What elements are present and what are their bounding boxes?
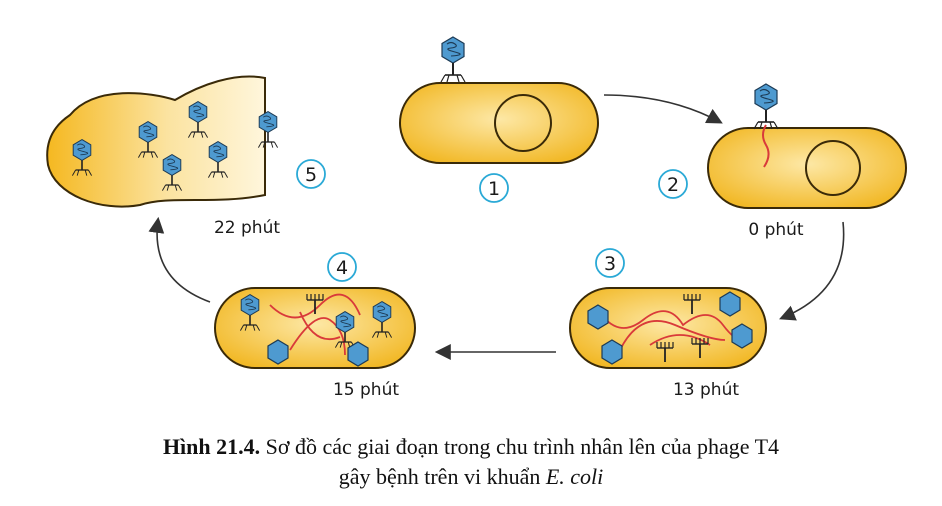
arrow-4-to-5 bbox=[148, 216, 211, 303]
step-number-4: 4 bbox=[327, 252, 357, 282]
phage-cycle-diagram: 1 2 3 4 5 0 phút 13 phút 15 phút 22 phút bbox=[46, 36, 907, 400]
svg-text:3: 3 bbox=[604, 253, 616, 275]
capsid-part-icon bbox=[587, 304, 609, 330]
species-name: E. coli bbox=[545, 464, 604, 489]
stage-4-assembly bbox=[214, 287, 416, 369]
step-number-1: 1 bbox=[479, 173, 509, 203]
time-label-15: 15 phút bbox=[333, 380, 399, 400]
capsid-part-icon bbox=[719, 291, 741, 317]
step-number-2: 2 bbox=[658, 169, 688, 199]
stage-2-injection bbox=[707, 83, 907, 209]
nucleoid bbox=[805, 140, 861, 196]
capsid-part-icon bbox=[601, 339, 623, 365]
capsid-part-icon bbox=[267, 339, 289, 365]
svg-text:2: 2 bbox=[667, 174, 679, 196]
svg-text:4: 4 bbox=[336, 257, 348, 279]
time-label-0: 0 phút bbox=[748, 220, 804, 240]
stage-1-attachment bbox=[399, 36, 599, 164]
time-label-22: 22 phút bbox=[214, 218, 280, 238]
time-label-13: 13 phút bbox=[673, 380, 739, 400]
bacterium-cell bbox=[399, 82, 599, 164]
step-number-5: 5 bbox=[296, 159, 326, 189]
arrow-1-to-2 bbox=[603, 94, 723, 124]
step-number-3: 3 bbox=[595, 248, 625, 278]
nucleoid bbox=[494, 94, 552, 152]
svg-text:5: 5 bbox=[305, 164, 317, 186]
phage-icon bbox=[440, 36, 466, 83]
stage-3-replication bbox=[569, 287, 767, 369]
svg-text:1: 1 bbox=[488, 178, 500, 200]
arrow-2-to-3 bbox=[779, 221, 845, 321]
caption-text-2: gây bệnh trên vi khuẩn bbox=[338, 464, 546, 489]
phage-icon bbox=[753, 83, 779, 130]
capsid-part-icon bbox=[347, 341, 369, 367]
caption-line-1: Hình 21.4. Sơ đồ các giai đoạn trong chu… bbox=[0, 432, 942, 462]
capsid-part-icon bbox=[731, 323, 753, 349]
figure-label: Hình 21.4. bbox=[162, 434, 261, 459]
injected-dna bbox=[762, 124, 770, 168]
caption-text: Sơ đồ các giai đoạn trong chu trình nhân… bbox=[260, 434, 780, 459]
figure-caption: Hình 21.4. Sơ đồ các giai đoạn trong chu… bbox=[0, 432, 942, 492]
stage-5-release bbox=[46, 75, 279, 208]
caption-line-2: gây bệnh trên vi khuẩn E. coli bbox=[0, 462, 942, 492]
